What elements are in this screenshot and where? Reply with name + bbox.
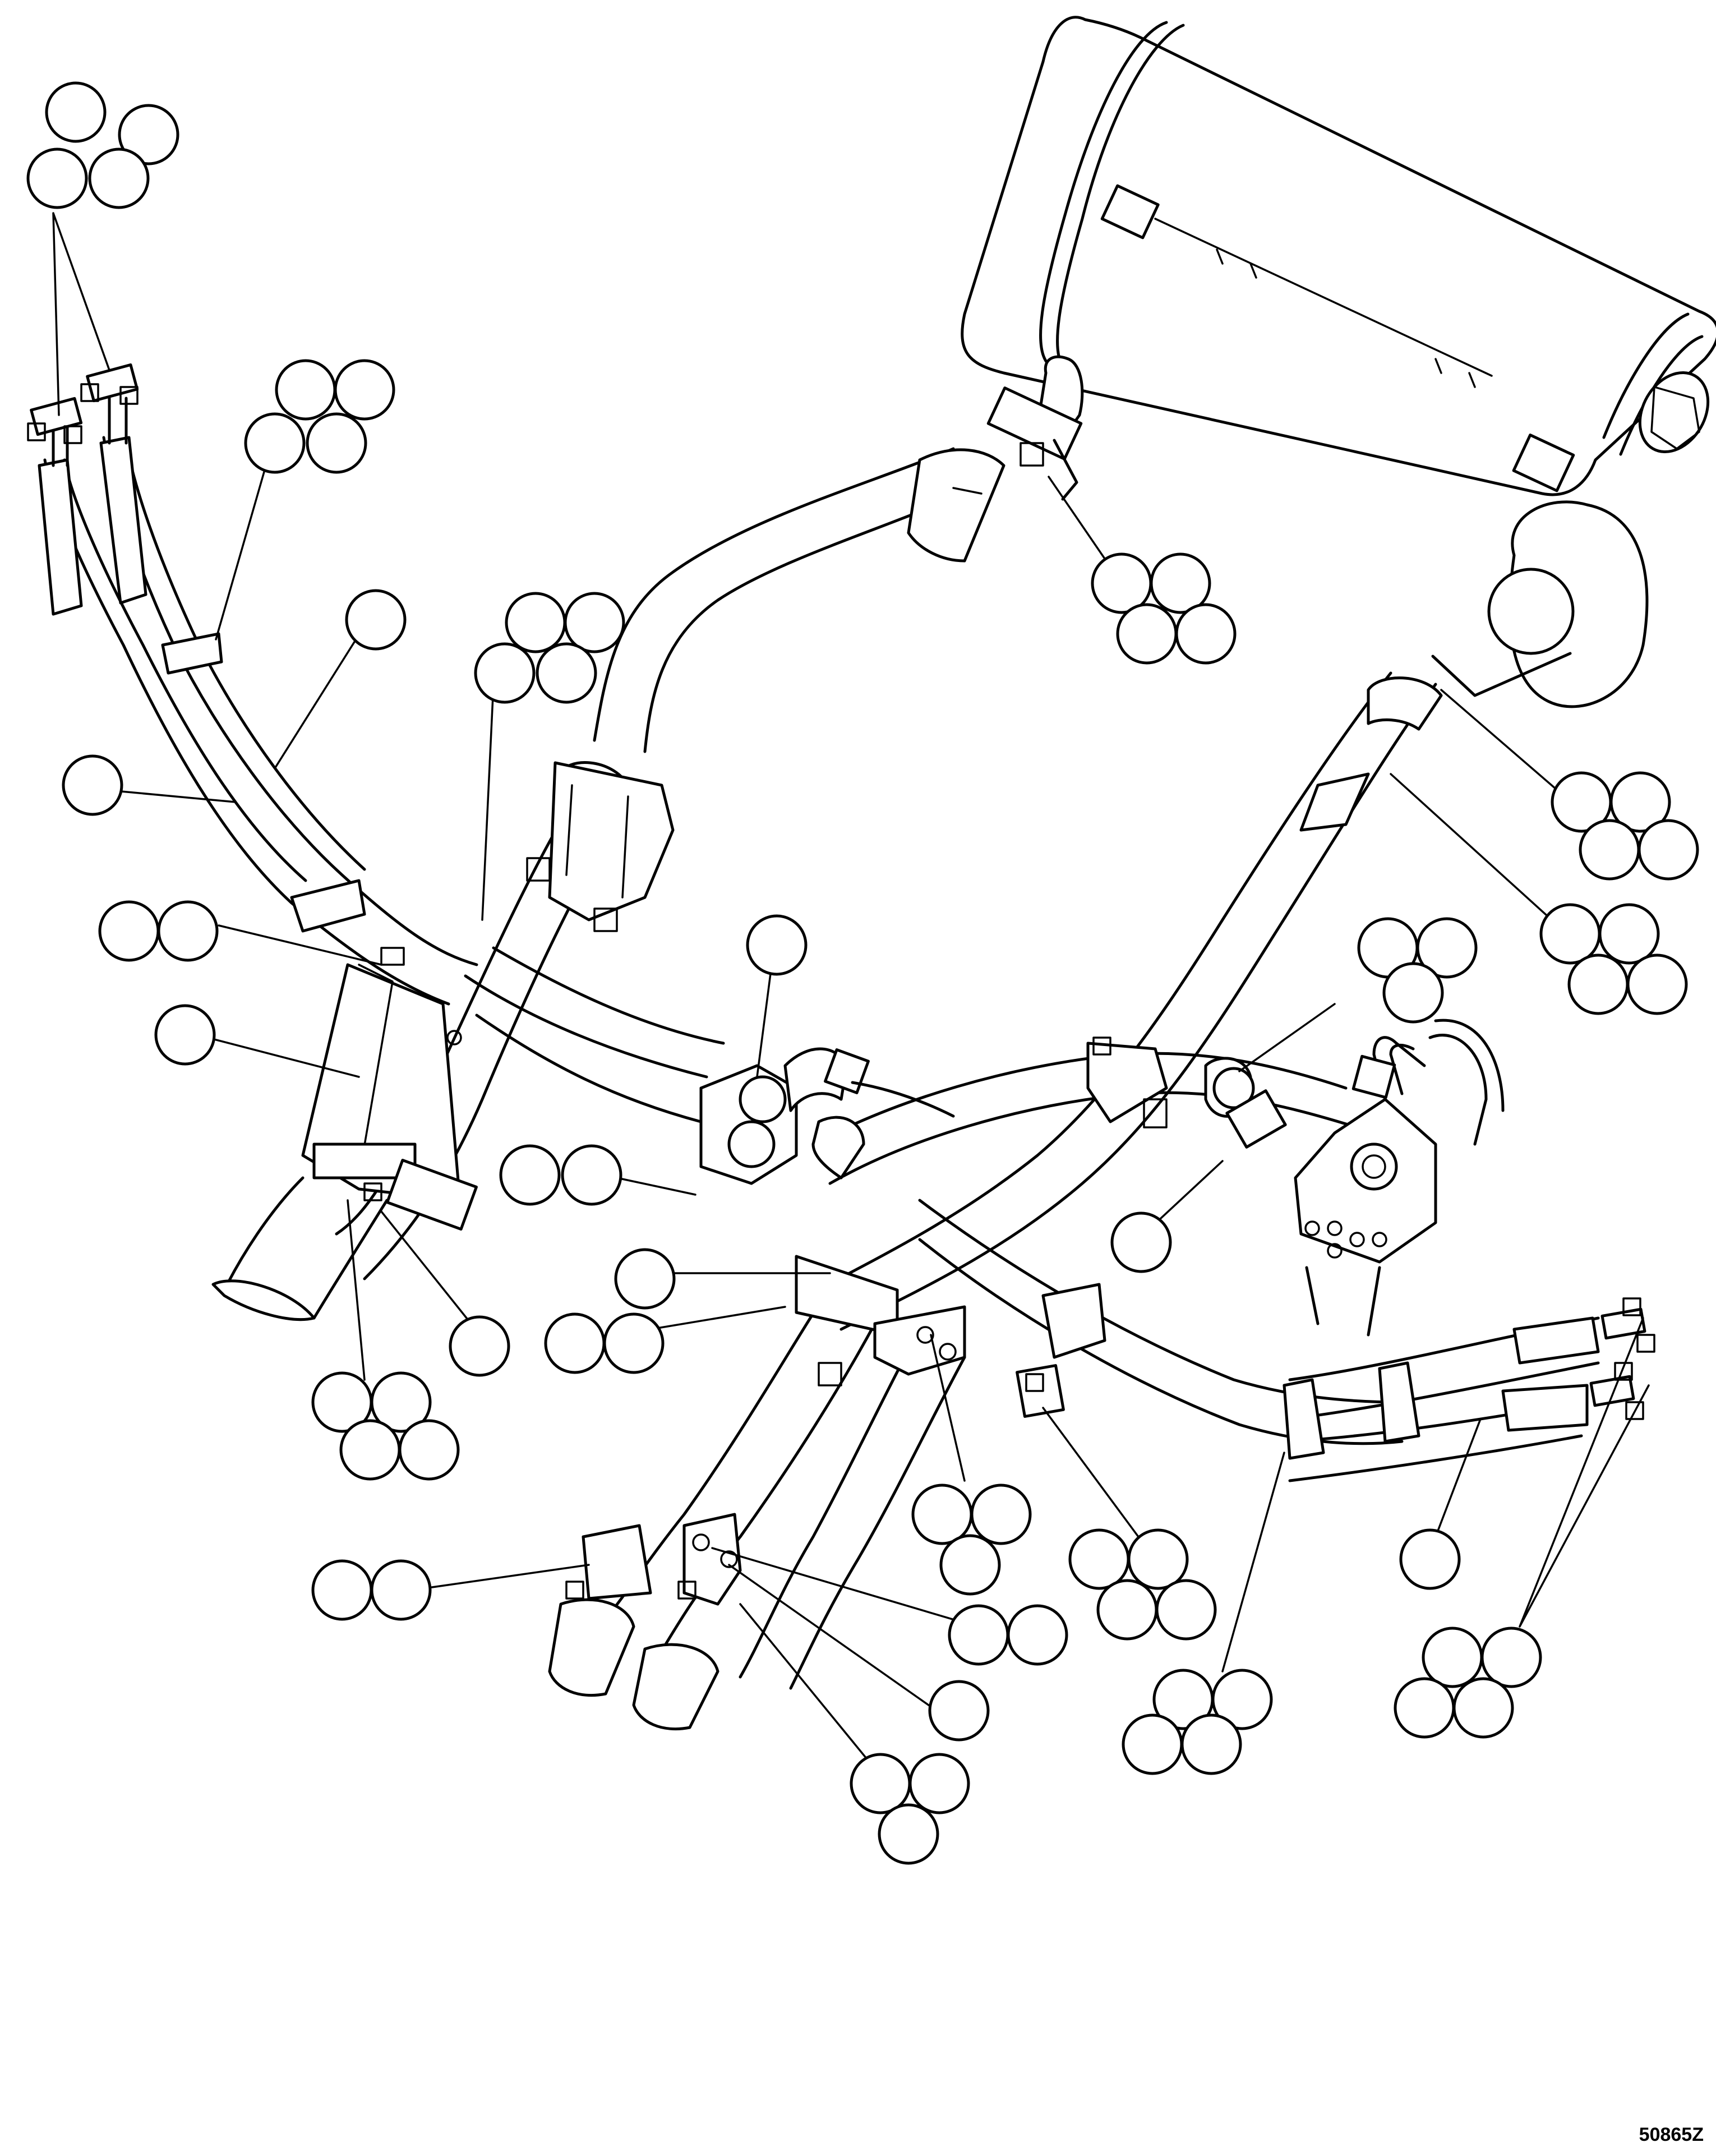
callout-tank-flange-clamp	[1091, 552, 1237, 665]
upper-left-bracket	[526, 761, 675, 932]
callout-bolt-lower-center	[911, 1484, 1032, 1596]
callout-bracket-upper-left	[474, 592, 625, 704]
bottom-left-bracket	[565, 1524, 652, 1600]
tank-outlet-left	[986, 355, 1084, 501]
callout-hose-left-inner	[345, 589, 407, 651]
callout-washer-bottom	[928, 1680, 990, 1742]
callout-bracket-lower-center	[1068, 1528, 1217, 1641]
center-lower-clamp	[795, 1255, 966, 1386]
center-tee-fitting	[699, 1047, 955, 1185]
hose-fittings-top-left	[27, 363, 139, 467]
hose-assemblies	[27, 363, 1655, 1731]
hose-fittings-lower-right	[1589, 1297, 1655, 1420]
valve-ports	[1304, 1220, 1387, 1259]
callout-clamp-right-center	[1110, 1211, 1172, 1273]
left-cover-bracket	[301, 947, 478, 1231]
callout-flange-right	[1357, 917, 1478, 1024]
callout-hose-lower-right	[1399, 1528, 1461, 1590]
callout-bolt-bottom	[948, 1604, 1068, 1666]
callout-bracket-lower-left	[449, 1315, 510, 1377]
right-valve-block	[1294, 1019, 1505, 1337]
right-center-clamp	[1086, 1036, 1287, 1149]
lower-center-bracket	[1016, 1283, 1106, 1418]
callout-hose-clamp-lower-right	[1122, 1669, 1273, 1775]
callout-cover-left	[154, 1004, 216, 1066]
drawing-number: 50865Z	[1639, 2124, 1704, 2145]
callout-hose-left-outer	[62, 754, 123, 816]
callout-hose-clamp-left-upper	[244, 359, 395, 474]
callout-hose-fittings-top-left	[26, 81, 179, 209]
callout-nut-bottom	[850, 1753, 970, 1865]
callout-bubbles	[26, 81, 1699, 1865]
callout-bolt-left	[98, 900, 219, 962]
callout-tee-fitting-center	[746, 914, 808, 976]
hydraulic-tank	[961, 16, 1716, 708]
callout-clamp-bottom-left	[311, 1559, 432, 1621]
callout-hose-fittings-lower-right	[1394, 1627, 1542, 1739]
callout-tank-outlet-clamp	[1551, 771, 1699, 881]
callout-pipe-center	[614, 1248, 676, 1310]
callout-clamp-center-left	[499, 1144, 622, 1206]
callout-clamp-center-lower	[544, 1312, 665, 1374]
callout-outlet-clamp-right	[1539, 903, 1688, 1015]
callout-bracket-lower-left-hardware	[311, 1371, 460, 1481]
bottom-center-bracket	[677, 1513, 742, 1606]
